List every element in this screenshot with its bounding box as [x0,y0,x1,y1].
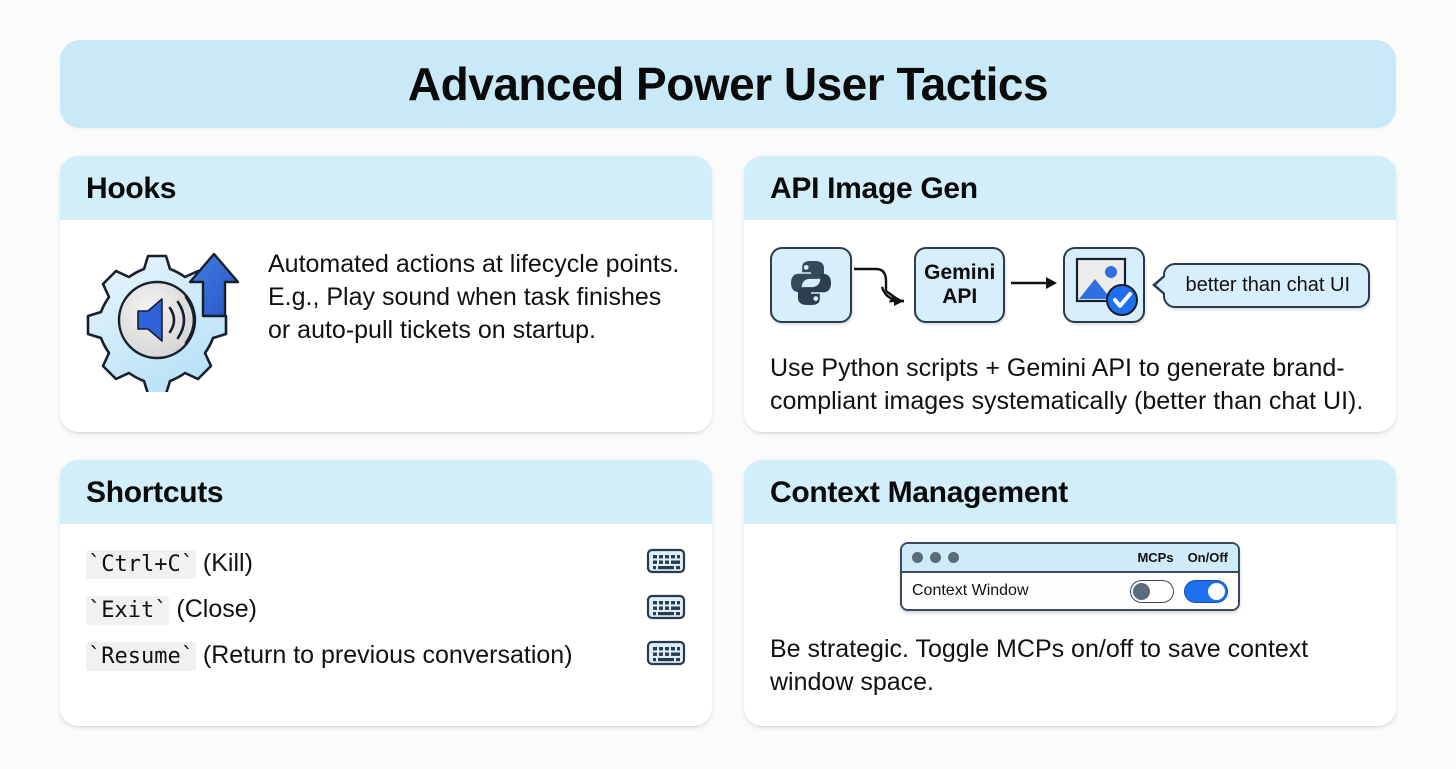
shortcut-code: `Ctrl+C` [86,549,196,579]
flow-arrow-straight-icon [1005,271,1063,300]
card-context-description: Be strategic. Toggle MCPs on/off to save… [770,635,1309,696]
onoff-column-header: On/Off [1187,550,1228,565]
keyboard-icon [646,593,686,626]
card-context-header: Context Management [744,460,1396,524]
card-api-description: Use Python scripts + Gemini API to gener… [770,354,1364,415]
card-hooks-body: Automated actions at lifecycle points. E… [60,220,712,432]
mock-window-row: Context Window [902,573,1238,609]
cards-grid: Hooks [60,156,1396,726]
card-api-image-gen: API Image Gen [744,156,1396,432]
card-shortcuts-header: Shortcuts [60,460,712,524]
shortcut-row[interactable]: `Exit` (Close) [86,586,686,632]
gemini-api-label-line2: API [942,285,978,308]
card-hooks-header: Hooks [60,156,712,220]
onoff-toggle-on[interactable] [1184,579,1228,603]
toggle-group [1130,579,1228,603]
card-shortcuts: Shortcuts `Ctrl+C` (Kill) [60,460,712,726]
python-logo-icon [785,257,837,314]
mock-window: MCPs On/Off Context Window [900,542,1240,611]
flow-step-image-output [1063,247,1146,323]
gear-sound-arrow-icon [86,242,246,397]
flow-step-gemini-api: Gemini API [913,247,1006,323]
shortcut-desc: (Return to previous conversation) [195,640,573,669]
shortcut-code: `Exit` [86,595,170,625]
card-hooks-description: Automated actions at lifecycle points. E… [268,250,680,344]
card-api-title: API Image Gen [770,172,978,205]
keyboard-icon [646,547,686,580]
keyboard-icon [646,639,686,672]
page-title: Advanced Power User Tactics [407,58,1049,110]
context-window-label: Context Window [912,582,1029,599]
toggle-knob [1208,582,1225,600]
page-banner: Advanced Power User Tactics [60,40,1396,128]
api-flow-diagram: Gemini API [770,238,1370,332]
card-api-header: API Image Gen [744,156,1396,220]
flow-step-python [770,247,852,323]
card-api-body: Gemini API [744,220,1396,432]
shortcut-text: `Resume` (Return to previous conversatio… [86,640,573,671]
window-dot-maximize-icon [948,552,959,563]
toggle-knob [1133,582,1150,600]
shortcut-desc: (Close) [169,594,257,623]
card-context-title: Context Management [770,476,1068,509]
mcps-column-header: MCPs [1137,550,1174,565]
callout-bubble: better than chat UI [1163,262,1370,308]
card-context-management: Context Management MCPs On/Off [744,460,1396,726]
flow-arrow-curved-icon [852,253,914,318]
shortcut-desc: (Kill) [195,548,253,577]
shortcut-row[interactable]: `Resume` (Return to previous conversatio… [86,632,686,678]
mcps-toggle-off[interactable] [1130,579,1174,603]
gemini-api-label-line1: Gemini [924,261,996,285]
mock-window-titlebar: MCPs On/Off [902,544,1238,573]
card-shortcuts-body: `Ctrl+C` (Kill) [60,524,712,726]
card-shortcuts-title: Shortcuts [86,476,224,509]
shortcut-code: `Resume` [86,641,196,671]
shortcut-row[interactable]: `Ctrl+C` (Kill) [86,540,686,586]
card-hooks-title: Hooks [86,172,177,205]
shortcut-text: `Ctrl+C` (Kill) [86,548,253,579]
mock-window-column-headers: MCPs On/Off [1137,550,1228,565]
window-dots [912,552,959,563]
window-dot-minimize-icon [930,552,941,563]
card-context-body: MCPs On/Off Context Window [744,524,1396,726]
card-hooks: Hooks [60,156,712,432]
shortcut-text: `Exit` (Close) [86,594,257,625]
window-dot-close-icon [912,552,923,563]
